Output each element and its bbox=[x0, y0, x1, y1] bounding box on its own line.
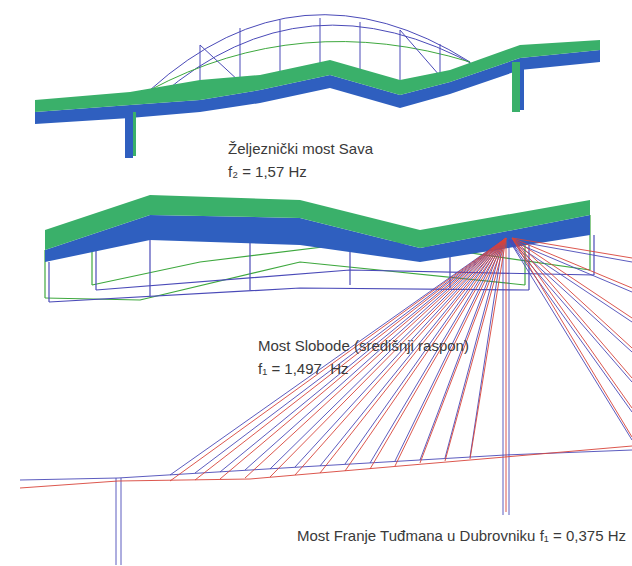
freedom-bridge bbox=[45, 195, 594, 302]
frequency-label: f₂ = 1,57 Hz bbox=[228, 163, 307, 181]
bridge-caption: Most Franje Tuđmana u Dubrovniku f₁ = 0,… bbox=[297, 527, 626, 545]
bridge-name: Željeznički most Sava bbox=[228, 140, 373, 158]
frequency-label: f₁ = 1,497 Hz bbox=[258, 360, 349, 378]
bridge-name: Most Slobode (središnji raspon) bbox=[258, 337, 469, 355]
railway-bridge bbox=[35, 15, 600, 158]
cable-stayed-bridge bbox=[20, 238, 632, 565]
